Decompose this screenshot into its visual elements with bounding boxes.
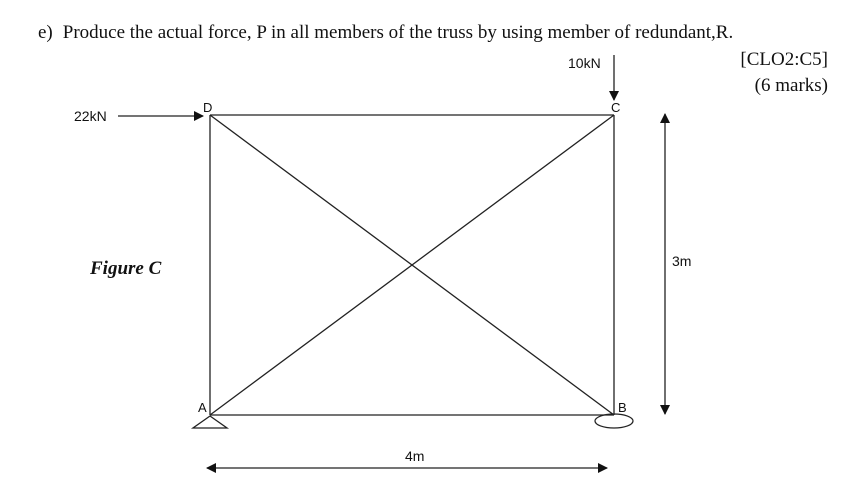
figure-caption: Figure C — [90, 258, 162, 279]
truss-members — [209, 114, 615, 416]
width-dimension-label: 4m — [405, 448, 424, 464]
clo-code: [CLO2:C5] — [740, 49, 828, 70]
question-body: Produce the actual force, P in all membe… — [62, 22, 734, 43]
marks-count: (6 marks) — [754, 75, 828, 96]
roller-support-b — [594, 413, 634, 429]
pin-support-a — [190, 415, 230, 429]
height-dimension-label: 3m — [672, 253, 691, 269]
node-label-b: B — [618, 400, 627, 415]
node-label-a: A — [198, 400, 207, 415]
node-label-d: D — [203, 100, 212, 115]
member-ac — [209, 114, 615, 416]
marks-block: [CLO2:C5] (6 marks) — [740, 47, 828, 99]
question-text-block: e) Produce the actual force, P in all mem… — [38, 22, 733, 44]
vertical-load-label: 10kN — [568, 55, 601, 71]
node-label-c: C — [611, 100, 620, 115]
question-label: e) — [38, 22, 53, 43]
horizontal-load-label: 22kN — [74, 108, 107, 124]
